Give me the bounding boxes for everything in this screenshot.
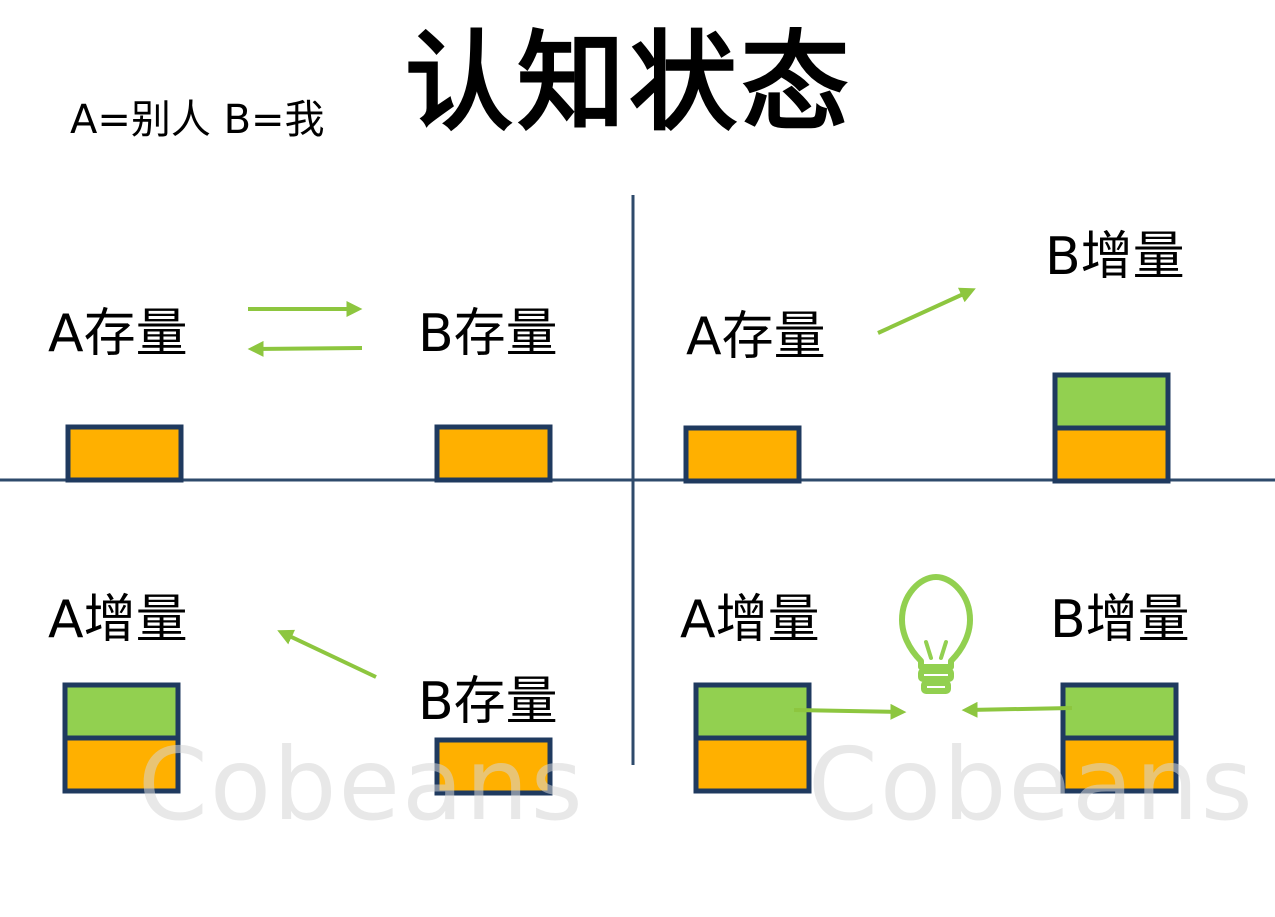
br-b-label: B增量 — [1050, 590, 1190, 650]
br-arrow-from-a — [793, 703, 907, 720]
bl-a-label: A增量 — [48, 590, 188, 650]
bl-b-stock-block — [434, 737, 553, 796]
lightbulb-icon — [899, 574, 973, 694]
watermark-right: Cobeans — [808, 726, 1255, 843]
tr-b-label: B增量 — [1045, 227, 1185, 287]
br-b-stock-block — [1060, 735, 1179, 794]
tr-a-stock-block — [683, 425, 802, 484]
tl-b-label: B存量 — [418, 304, 558, 364]
tl-a-stock-block — [65, 424, 184, 483]
tr-b-stock-block — [1052, 425, 1171, 484]
tl-b-stock-block — [434, 424, 553, 483]
br-arrow-from-b — [961, 701, 1073, 718]
tr-arrow-up-right — [877, 287, 976, 335]
bl-b-label: B存量 — [418, 672, 558, 732]
br-a-label: A增量 — [680, 590, 820, 650]
tl-a-label: A存量 — [48, 304, 188, 364]
br-a-increment-block — [693, 682, 812, 741]
tr-b-increment-block — [1052, 372, 1171, 431]
legend-text: A=别人 B=我 — [70, 97, 325, 143]
tl-arrow-left — [247, 340, 363, 357]
tr-a-label: A存量 — [686, 307, 826, 367]
bl-arrow-up-left — [277, 629, 377, 679]
bl-a-increment-block — [62, 682, 181, 741]
bl-a-stock-block — [62, 735, 181, 794]
br-a-stock-block — [693, 735, 812, 794]
watermark-left: Cobeans — [138, 726, 585, 843]
page-title: 认知状态 — [405, 21, 854, 146]
